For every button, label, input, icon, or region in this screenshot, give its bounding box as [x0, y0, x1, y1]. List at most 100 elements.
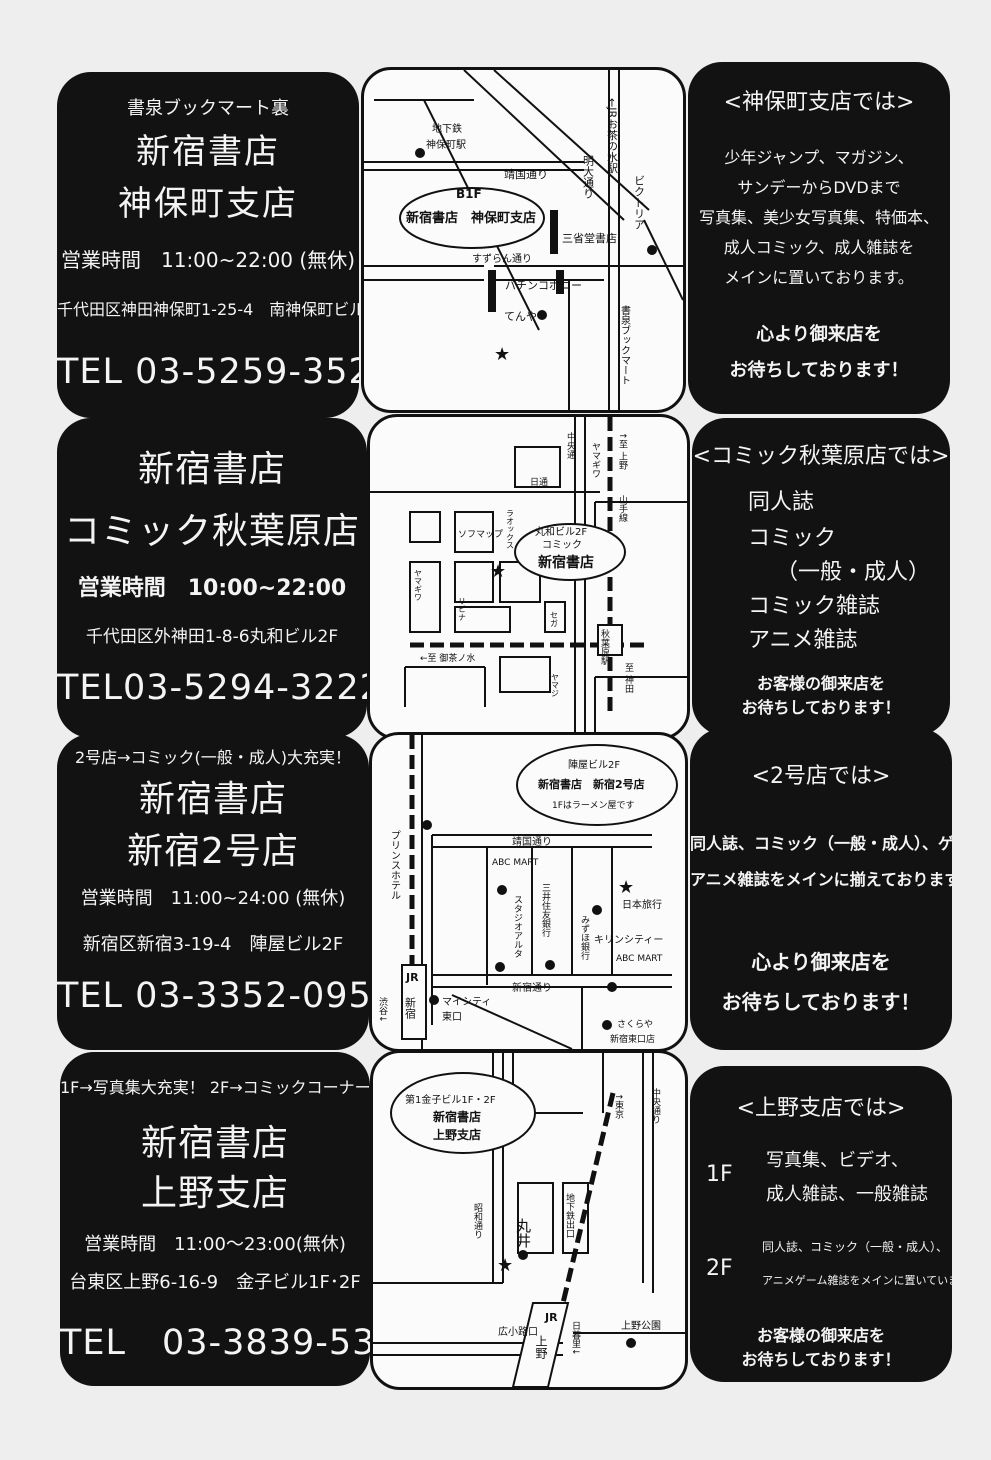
- closing-line: 心より御来店を: [756, 324, 882, 345]
- info-line: 同人誌、コミック（一般・成人）、ゲーム、: [690, 834, 952, 853]
- info-line: コミック雑誌: [748, 594, 881, 619]
- info-title: <上野支店では>: [736, 1096, 906, 1121]
- ueno-map-drawing: 第1金子ビル1F・2F 新宿書店 上野支店 ★ ↑東京 中央通り 昭和通り 丸井…: [373, 1053, 685, 1387]
- map-label: 地下鉄出口: [564, 1192, 575, 1238]
- info-line: アニメゲーム雑誌をメインに置いています。: [762, 1274, 952, 1287]
- akihabara-map-drawing: 丸和ビル2F コミック 新宿書店 ★ 中央通 ヤマギワ ↑至 上野 山手線 日通…: [370, 417, 687, 737]
- map-label: ヤマギワ: [590, 442, 601, 478]
- floor-label: 1F: [706, 1162, 733, 1187]
- info-line: メインに置いております。: [724, 268, 914, 287]
- map-label: ヤマギワ: [414, 569, 423, 601]
- store-bubble: [516, 744, 678, 826]
- map-label-suzuran: すずらん通り: [472, 253, 532, 265]
- map-label: コミック: [542, 539, 582, 551]
- map-label: キリンシティー: [594, 935, 663, 946]
- map-label: 広小路口: [498, 1325, 538, 1338]
- info-line: アニメ雑誌: [748, 628, 858, 653]
- map-label: 上野: [534, 1335, 548, 1359]
- map-label: 第1金子ビル1F・2F: [405, 1093, 496, 1106]
- info-line: 少年ジャンプ、マガジン、: [724, 148, 914, 167]
- map-label: 上野支店: [433, 1127, 481, 1142]
- map-label: ABC MART: [492, 858, 539, 868]
- store-bubble: [390, 1072, 536, 1154]
- store-address: 台東区上野6-16-9 金子ビル1F･2F: [69, 1272, 361, 1293]
- akihabara-info-card: <コミック秋葉原店では> 同人誌 コミック （一般・成人） コミック雑誌 アニメ…: [692, 418, 950, 736]
- map-label: さくらや: [617, 1019, 653, 1030]
- map-label-bubble: 新宿書店 神保町支店: [406, 210, 536, 226]
- map-label: 上野公園: [621, 1320, 661, 1332]
- jimbocho-info-card: <神保町支店では> 少年ジャンプ、マガジン、 サンデーからDVDまで 写真集、美…: [688, 62, 950, 414]
- map-label: 東口: [442, 1010, 462, 1023]
- map-label: 三井住友銀行: [540, 883, 551, 938]
- map-label: 丸和ビル2F: [535, 525, 587, 538]
- map-label-b1f: B1F: [456, 187, 482, 201]
- store-tel: TEL03-5294-3222: [57, 668, 367, 708]
- store-name: 新宿書店: [140, 1123, 289, 1164]
- map-label: JR: [544, 1311, 558, 1324]
- info-title: <神保町支店では>: [723, 90, 915, 115]
- map-label-jr: ←JRお茶の水駅: [606, 98, 619, 174]
- store-tel: TEL 03-5259-3525: [57, 352, 359, 392]
- map-label: 日暮里↓: [570, 1321, 581, 1356]
- info-line: 同人誌: [748, 490, 815, 515]
- map-label-shosen: 書泉ブックマート: [619, 304, 631, 385]
- store-note: 書泉ブックマート裏: [127, 98, 289, 119]
- store-note: 1F→写真集大充実！ 2F→コミックコーナー！: [60, 1078, 370, 1097]
- subway-station-marker: [415, 148, 425, 158]
- map-label: 新宿: [404, 996, 417, 1019]
- shinjuku2-store-card: 2号店→コミック(一般・成人)大充実！ 新宿書店 新宿2号店 営業時間 11:0…: [57, 734, 369, 1050]
- jimbocho-map: 地下鉄 神保町駅 靖国通り B1F 新宿書店 神保町支店 すずらん通り パチンコ…: [361, 67, 686, 413]
- map-label-subway: 地下鉄: [432, 122, 462, 135]
- store-hours: 営業時間 11:00～23:00(無休): [84, 1234, 346, 1255]
- map-label: 新宿通り: [512, 981, 552, 994]
- store-bubble: [399, 187, 545, 249]
- info-title: <コミック秋葉原店では>: [692, 444, 950, 469]
- map-label: 新宿書店 新宿2号店: [538, 777, 645, 791]
- map-label-meidai: 明大通り: [582, 155, 595, 199]
- map-label: 新宿書店: [433, 1109, 481, 1124]
- closing-line: お待ちしております！: [741, 698, 901, 717]
- ueno-map: 第1金子ビル1F・2F 新宿書店 上野支店 ★ ↑東京 中央通り 昭和通り 丸井…: [370, 1050, 688, 1390]
- map-label: 新宿書店: [538, 554, 594, 571]
- store-address: 千代田区外神田1-8-6丸和ビル2F: [85, 627, 339, 647]
- closing-line: お待ちしております！: [741, 1350, 901, 1369]
- map-label: 日通: [530, 477, 548, 488]
- map-label: ↑東京: [613, 1093, 624, 1119]
- info-line: 成人雑誌、一般雑誌: [766, 1184, 928, 1205]
- map-label: ABC MART: [616, 954, 663, 964]
- map-label: 中央通: [565, 431, 576, 460]
- ueno-info-card: <上野支店では> 1F 写真集、ビデオ、 成人雑誌、一般雑誌 2F 同人誌、コミ…: [690, 1066, 952, 1382]
- shinjuku2-map-drawing: 陣屋ビル2F 新宿書店 新宿2号店 1Fはラーメン屋です ★ プリンスホテル 靖…: [377, 735, 678, 1049]
- closing-line: お待ちしております！: [721, 990, 921, 1014]
- store-branch: 上野支店: [140, 1173, 289, 1214]
- info-line: サンデーからDVDまで: [737, 178, 901, 197]
- map-label: 陣屋ビル2F: [568, 758, 620, 771]
- map-label-tenya: てんや: [504, 310, 537, 323]
- store-address: 千代田区神田神保町1-25-4 南神保町ビルB1F: [57, 300, 359, 319]
- map-label: ↑至 上野: [617, 432, 628, 469]
- closing-line: お客様の御来店を: [756, 674, 885, 693]
- jimbocho-store-card: 書泉ブックマート裏 新宿書店 神保町支店 営業時間 11:00~22:00 (無…: [57, 72, 359, 418]
- map-label-yasukuni: 靖国通り: [504, 168, 548, 181]
- store-name: 新宿書店: [137, 449, 286, 490]
- map-label: 山手線: [617, 495, 628, 522]
- map-label-subway-station: 神保町駅: [426, 138, 466, 151]
- map-label: リビナ: [458, 597, 467, 621]
- closing-line: 心より御来店を: [751, 950, 891, 974]
- store-address: 新宿区新宿3-19-4 陣屋ビル2F: [82, 934, 344, 955]
- store-star-icon: ★: [494, 344, 510, 365]
- shinjuku2-info-card: <2号店では> 同人誌、コミック（一般・成人）、ゲーム、 アニメ雑誌をメインに揃…: [690, 728, 952, 1050]
- map-label: プリンスホテル: [389, 830, 401, 900]
- info-line: 写真集、美少女写真集、特価本、: [698, 208, 939, 227]
- store-branch: 新宿2号店: [127, 831, 299, 872]
- map-label: ソフマップ: [458, 529, 503, 540]
- store-branch: 神保町支店: [118, 184, 298, 224]
- store-hours: 営業時間 11:00~22:00 (無休): [61, 248, 355, 272]
- map-label-pachinko: パチンコポニー: [505, 279, 582, 292]
- map-label: みずほ銀行: [579, 915, 590, 961]
- store-hours: 営業時間 10:00~22:00: [77, 576, 347, 601]
- store-hours: 営業時間 11:00~24:00 (無休): [80, 888, 346, 909]
- store-star-icon: ★: [618, 877, 634, 898]
- map-label: ヤマジ: [551, 673, 560, 697]
- store-branch: コミック秋葉原店: [63, 511, 360, 552]
